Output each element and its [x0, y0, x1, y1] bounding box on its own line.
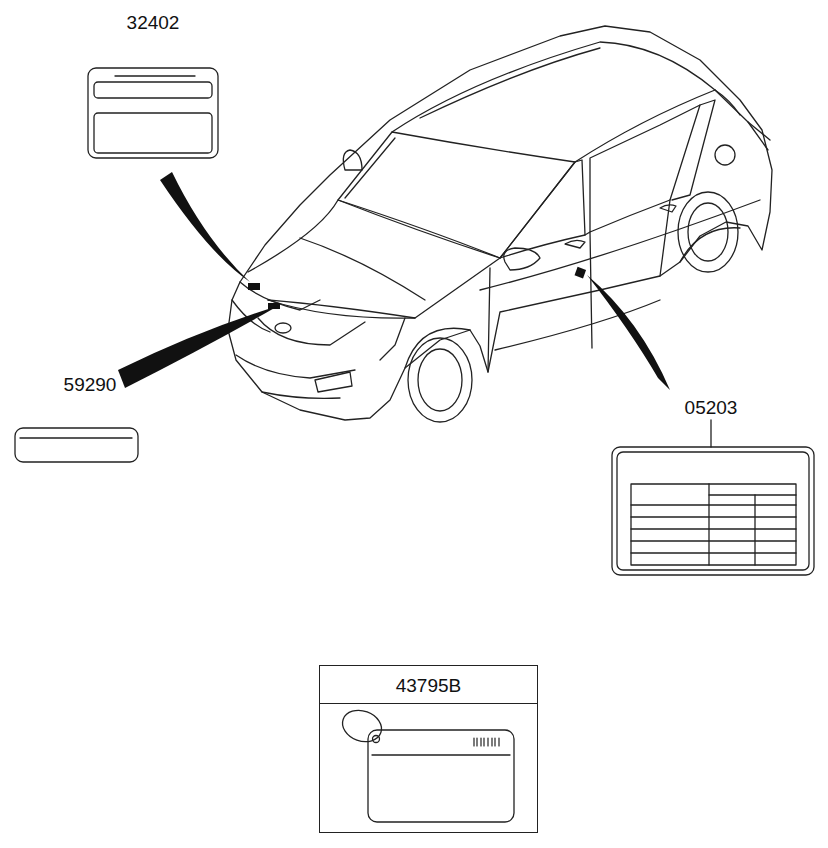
label-marker [575, 267, 587, 279]
car-body [228, 26, 772, 422]
label-32402-drawing [88, 68, 218, 158]
callout-number: 32402 [127, 13, 180, 32]
label-marker [248, 283, 260, 290]
leader-wedge [587, 275, 670, 390]
callout-number: 43795B [320, 666, 537, 704]
callout-number: 05203 [685, 398, 738, 417]
tag-drawing [338, 705, 514, 822]
leader-wedge [160, 172, 250, 282]
leader-wedge [118, 306, 278, 388]
label-05203-drawing [612, 420, 814, 575]
callout-number: 59290 [64, 375, 117, 394]
label-59290-drawing [15, 428, 138, 462]
part-frame: 43795B [319, 665, 538, 833]
